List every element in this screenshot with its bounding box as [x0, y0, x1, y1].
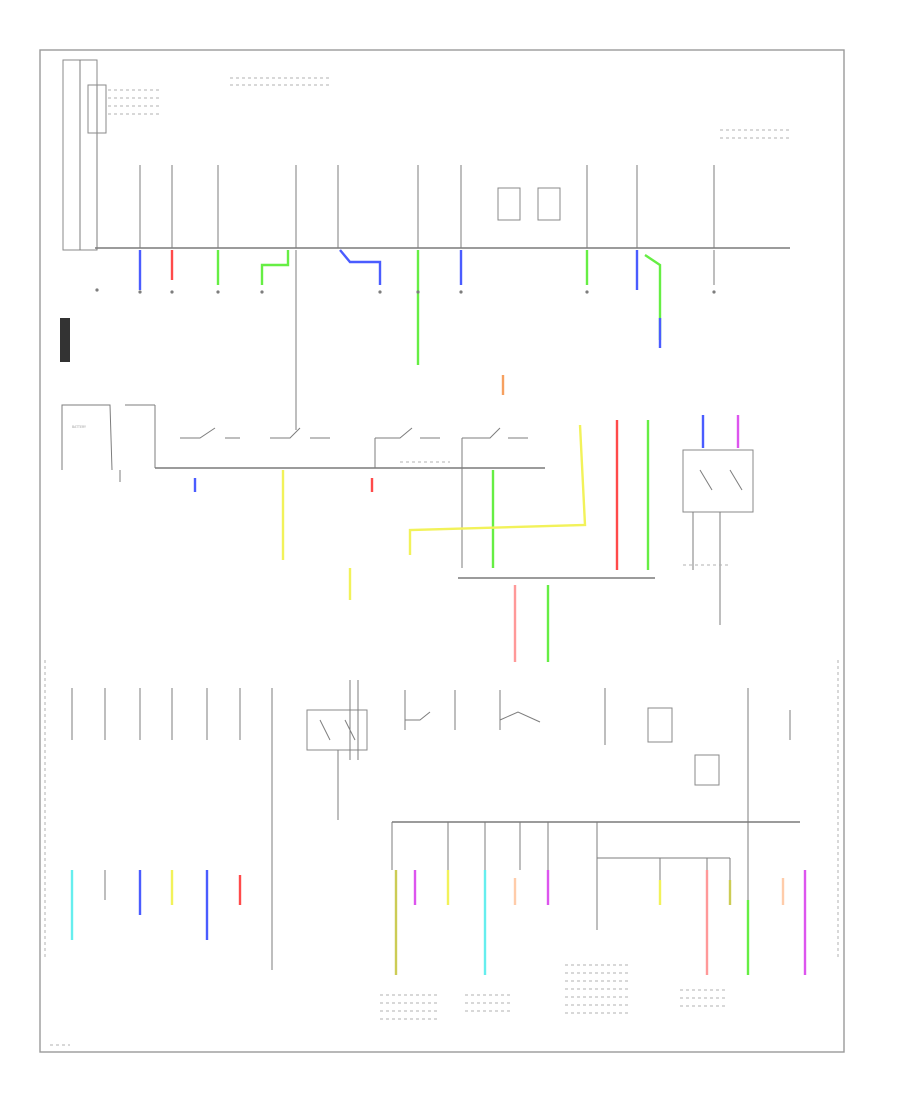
bottom-leads	[70, 870, 807, 975]
battery-lead	[61, 404, 113, 471]
top-fuse-block	[62, 59, 790, 430]
bottom-label-marks	[50, 964, 725, 1046]
relay-leads	[119, 375, 650, 600]
bottom-fuse-block	[44, 660, 839, 1046]
battery-label: BATTERY	[72, 425, 86, 429]
ground-bar	[60, 318, 70, 362]
diagram-frame	[39, 49, 845, 1053]
top-connector-dots	[95, 288, 716, 294]
top-label-marks	[108, 77, 790, 139]
relay-switches	[180, 427, 528, 568]
top-fuse-drops	[139, 165, 715, 248]
right-relay-box	[682, 415, 754, 625]
bottom-fuse-drops	[71, 680, 791, 975]
middle-relay-section: BATTERY	[61, 375, 754, 662]
top-bus-leads	[138, 249, 715, 430]
